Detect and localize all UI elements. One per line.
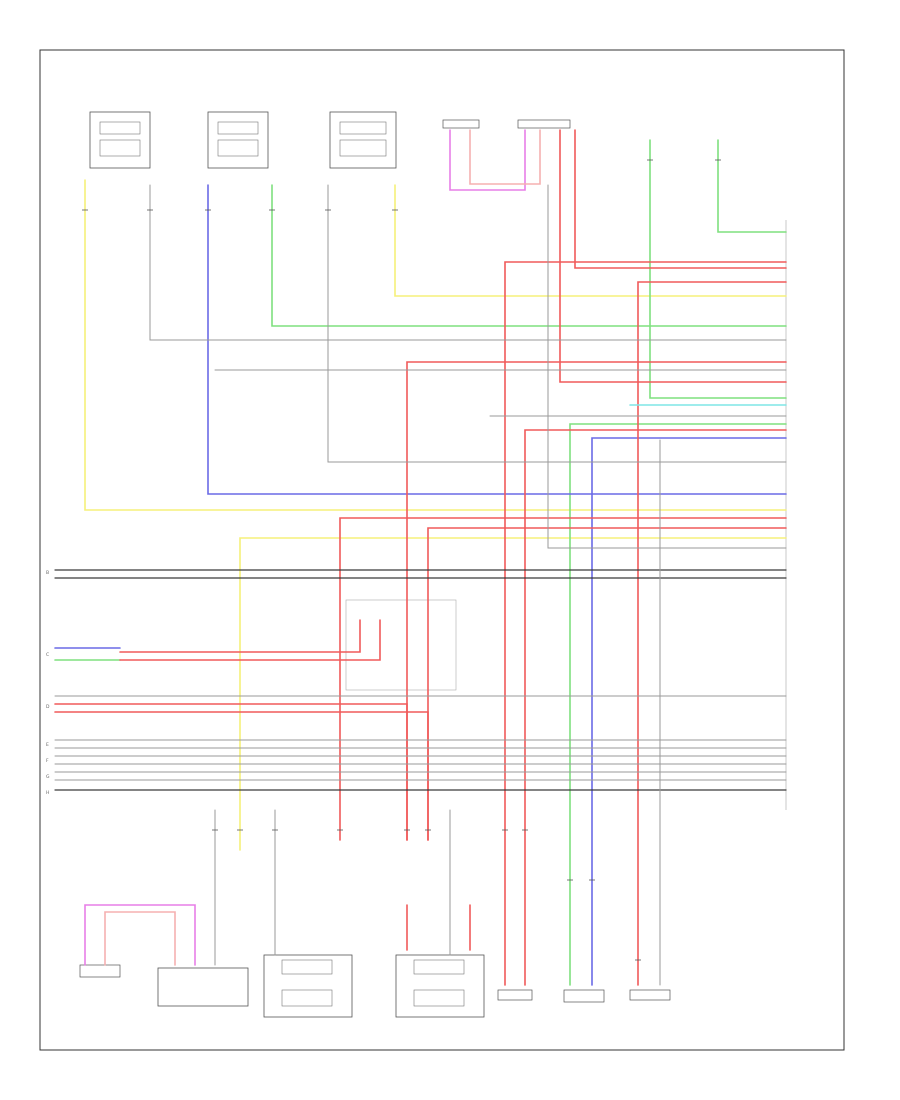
wire-magenta-2: [84, 904, 196, 966]
diagram-frame: [39, 49, 845, 1051]
connector-label-h: H: [46, 790, 49, 796]
bottom-speaker-left: [263, 954, 353, 1018]
wire-red-11: [119, 619, 361, 653]
top-tweeter-b: [517, 119, 571, 129]
wire-green-4: [569, 423, 787, 986]
wire-pink-1: [469, 129, 541, 185]
wire-red-9: [54, 703, 408, 841]
connector-labels: B C D E F G H: [46, 570, 50, 796]
bottom-speaker-right: [395, 954, 485, 1018]
wire-gray-2: [327, 184, 787, 463]
wire-gray-1: [149, 184, 787, 341]
bottom-component-3: [497, 989, 533, 1001]
wire-red-10: [54, 711, 429, 841]
connector-label-f: F: [46, 758, 49, 764]
bottom-component-1: [79, 964, 121, 978]
bottom-component-2: [157, 967, 249, 1007]
connector-label-c: C: [46, 652, 49, 658]
wire-green-3: [717, 139, 787, 233]
wire-red-6: [427, 527, 787, 841]
top-speaker-2: [207, 111, 269, 169]
wire-group: [54, 129, 787, 986]
connector-label-g: G: [46, 774, 50, 780]
wire-red-4: [406, 361, 787, 841]
top-speaker-3: [329, 111, 397, 169]
wire-red-12: [119, 619, 381, 661]
wire-yellow-2: [394, 184, 787, 297]
wire-red-1: [504, 261, 787, 986]
connector-label-b: B: [46, 570, 49, 576]
center-box: [345, 599, 457, 691]
wire-yellow-3: [239, 537, 787, 851]
wire-red-7: [637, 281, 787, 986]
connector-label-d: D: [46, 704, 50, 710]
bottom-component-4: [563, 989, 605, 1003]
top-tweeter-a: [442, 119, 480, 129]
wire-red-8: [574, 129, 787, 269]
bottom-component-5: [629, 989, 671, 1001]
wire-magenta-1: [449, 129, 526, 191]
wire-blue-1: [207, 184, 787, 495]
wire-green-1: [271, 184, 787, 327]
wire-gray-5: [547, 184, 787, 549]
wire-yellow-1: [84, 179, 787, 511]
top-speaker-1: [89, 111, 151, 169]
wire-pink-2: [104, 911, 176, 966]
wire-red-3: [524, 429, 787, 986]
connector-ticks: [82, 159, 721, 961]
wire-blue-2: [591, 437, 787, 986]
wire-red-2: [559, 129, 787, 383]
connector-label-e: E: [46, 742, 49, 748]
wire-green-2: [649, 139, 787, 399]
